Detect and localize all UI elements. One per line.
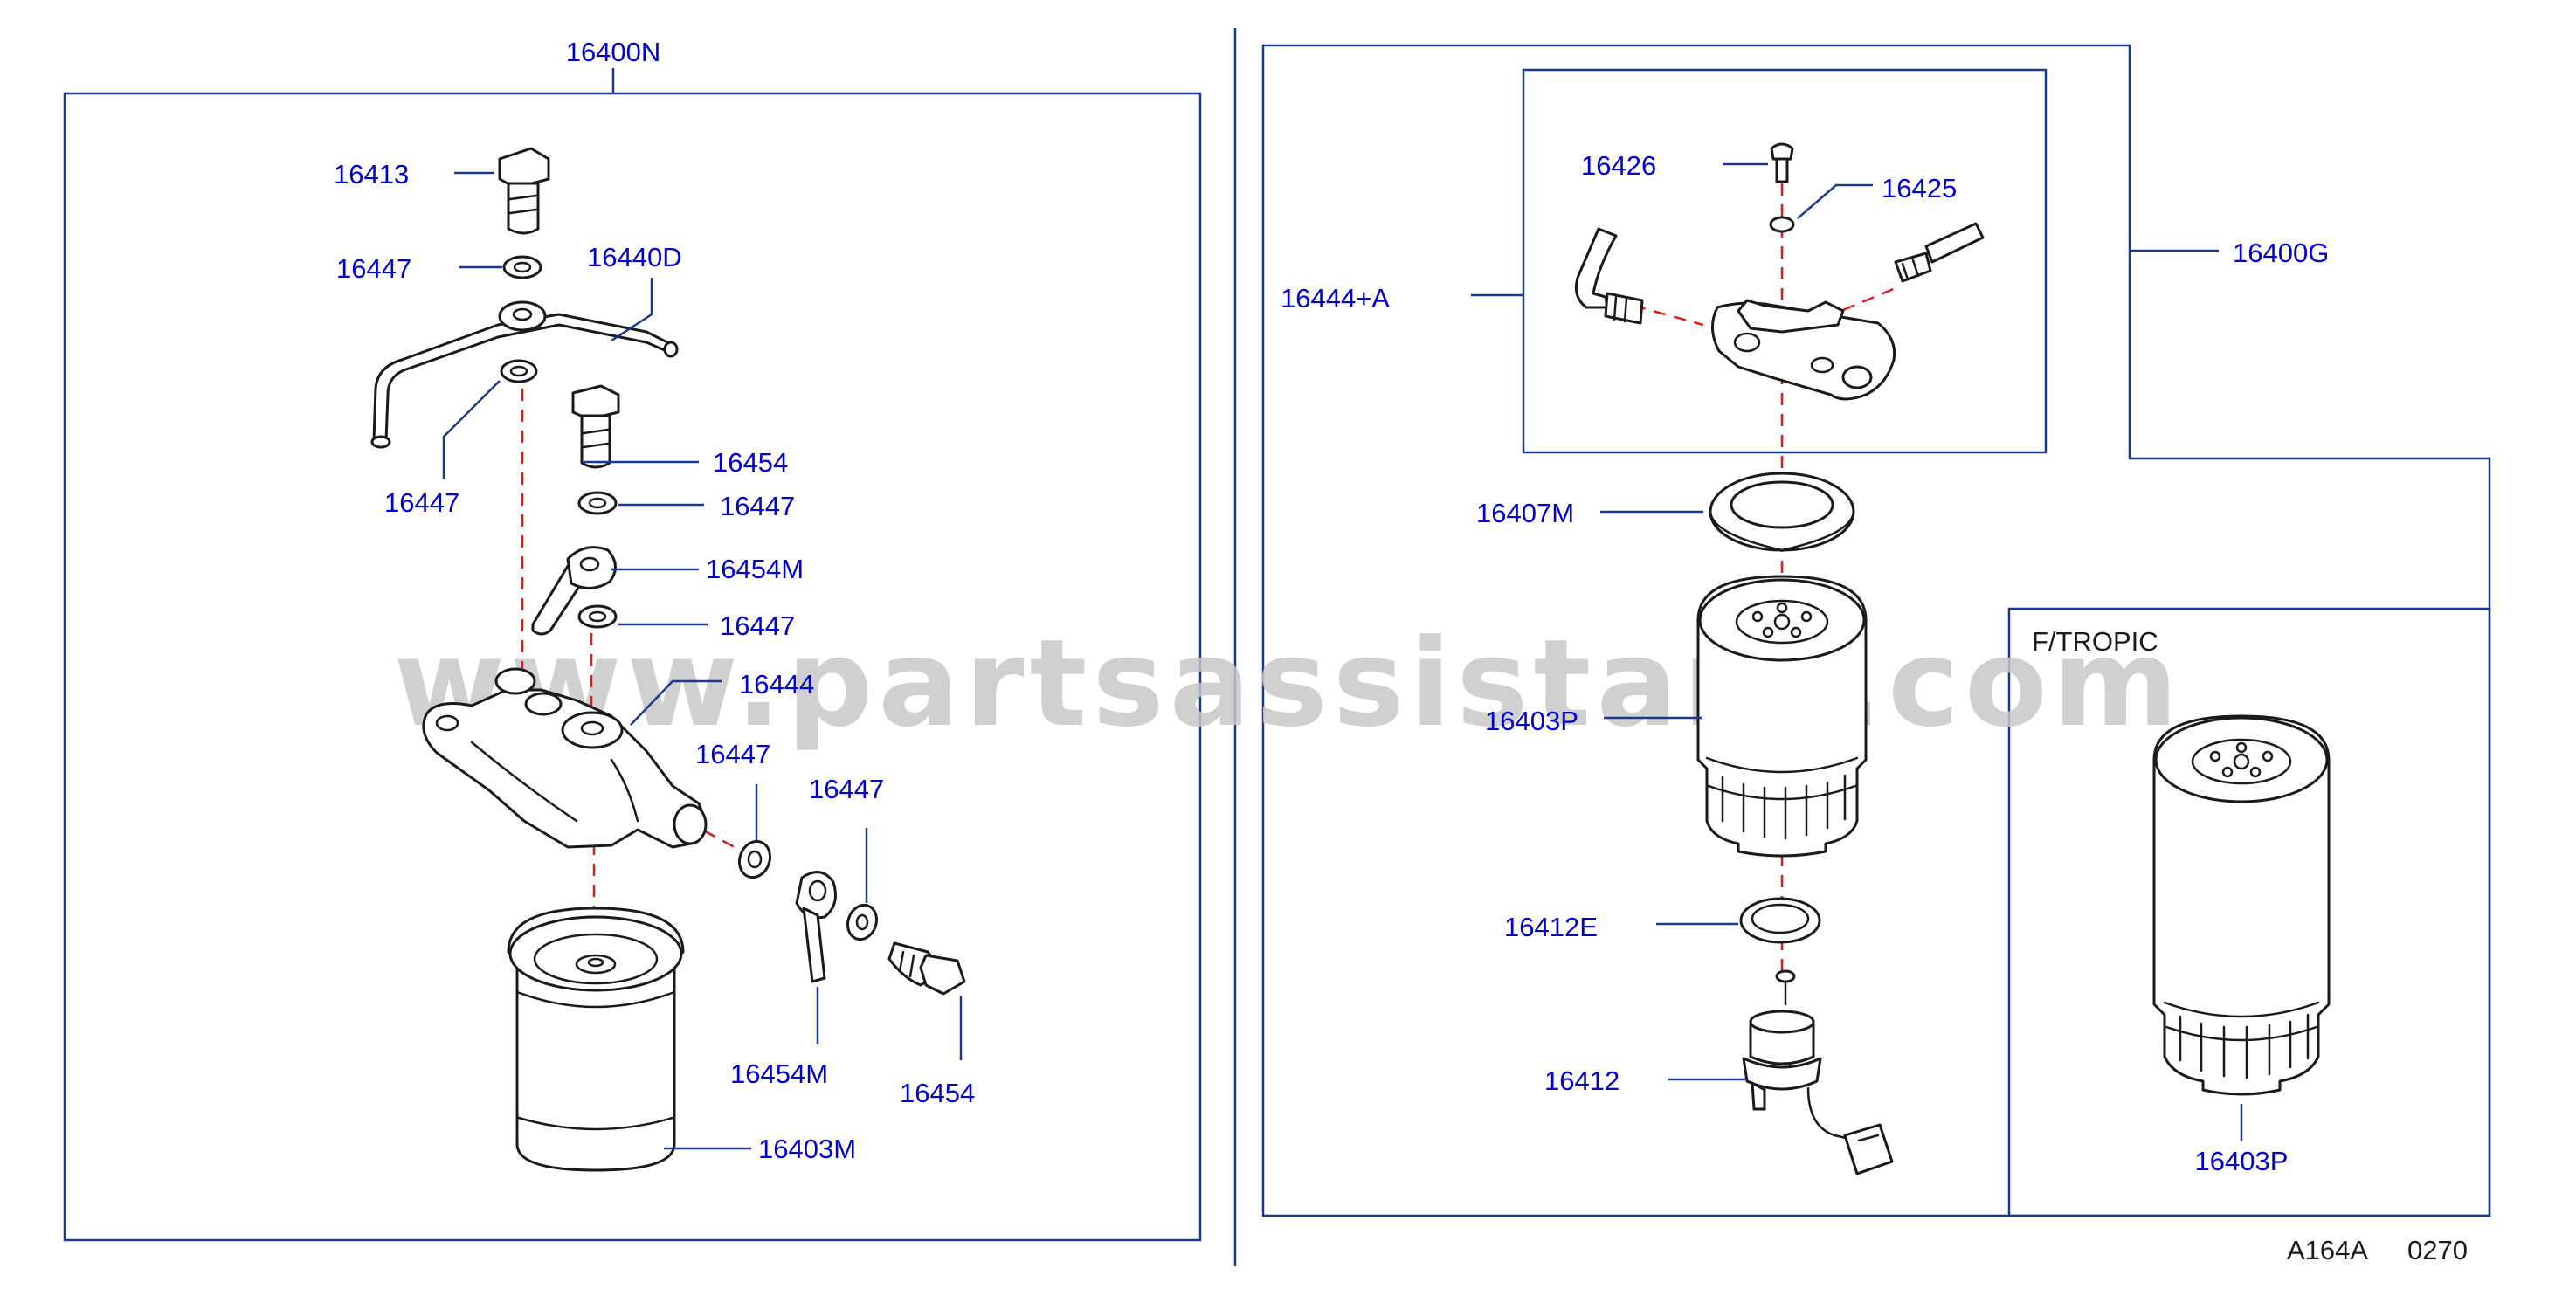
- filter-cartridge-tropic: [2152, 714, 2331, 1096]
- seal-ring: [1709, 472, 1855, 552]
- part-labels: 16400N 16413 16447 16440D 16447 16454 16…: [334, 37, 2329, 1176]
- frames: [63, 28, 2491, 1266]
- filter-cartridge-right: [1696, 575, 1868, 858]
- head-assembly-frame: [1522, 68, 2048, 454]
- washer-top: [502, 255, 542, 279]
- footer-code: A164A: [2287, 1235, 2368, 1265]
- label-16454-low[interactable]: 16454: [900, 1078, 975, 1108]
- label-16447-top[interactable]: 16447: [336, 253, 411, 284]
- label-16403p-tropic[interactable]: 16403P: [2195, 1146, 2289, 1176]
- label-16447-mid1[interactable]: 16447: [720, 491, 795, 521]
- label-16400g[interactable]: 16400G: [2233, 238, 2329, 268]
- filter-head: [422, 667, 708, 849]
- label-16447-side2[interactable]: 16447: [809, 774, 884, 804]
- water-sensor: [1742, 969, 1894, 1175]
- label-16444a[interactable]: 16444+A: [1281, 283, 1390, 314]
- footer-number: 0270: [2407, 1235, 2468, 1265]
- eye-fitting-low: [795, 871, 837, 983]
- head-assembly: [1574, 222, 1985, 401]
- washer-mid1: [577, 491, 618, 515]
- washer-left: [500, 359, 538, 383]
- label-16403m[interactable]: 16403M: [758, 1134, 856, 1164]
- left-parts: [370, 147, 966, 1172]
- washer-side1: [737, 839, 772, 879]
- plain-text: F/TROPIC A164A 0270: [2032, 626, 2468, 1265]
- label-16412[interactable]: 16412: [1544, 1065, 1619, 1096]
- label-16440d[interactable]: 16440D: [587, 242, 682, 272]
- label-16403p[interactable]: 16403P: [1485, 706, 1578, 736]
- label-16426[interactable]: 16426: [1581, 150, 1656, 181]
- label-16447-left[interactable]: 16447: [384, 487, 459, 518]
- label-16454-mid[interactable]: 16454: [713, 447, 788, 478]
- label-16400n[interactable]: 16400N: [566, 37, 661, 67]
- label-16425[interactable]: 16425: [1882, 173, 1957, 203]
- label-16447-mid2[interactable]: 16447: [720, 610, 795, 641]
- label-16447-side1[interactable]: 16447: [695, 739, 770, 769]
- label-16454m-low[interactable]: 16454M: [730, 1058, 828, 1089]
- o-ring: [1739, 897, 1821, 944]
- label-16407m[interactable]: 16407M: [1476, 498, 1574, 528]
- label-16413[interactable]: 16413: [334, 159, 409, 190]
- banjo-bolt-top: [498, 147, 550, 235]
- banjo-bolt-low: [887, 941, 966, 996]
- banjo-bolt-mid: [571, 384, 620, 469]
- assembly-line-hose-left: [1633, 304, 1704, 327]
- washer-side2: [846, 903, 879, 941]
- filter-cartridge-left: [507, 907, 685, 1172]
- label-16412e[interactable]: 16412E: [1504, 912, 1598, 942]
- right-assembly-frame: [1261, 44, 2491, 1217]
- leader-lines: [442, 162, 2243, 1150]
- variant-title: F/TROPIC: [2032, 626, 2158, 657]
- watermark: www.partsassistant.com: [393, 613, 2183, 754]
- fuel-pipe: [370, 300, 679, 449]
- washer-right: [1769, 216, 1795, 233]
- assembly-line-hose-right: [1842, 286, 1896, 312]
- screw: [1770, 142, 1794, 183]
- tropic-variant-frame: [2007, 607, 2491, 1217]
- right-parts: [1574, 142, 2331, 1175]
- label-16454m[interactable]: 16454M: [706, 554, 804, 584]
- eye-fitting: [531, 546, 617, 636]
- washer-mid2: [577, 604, 618, 629]
- left-assembly-frame: [63, 92, 1202, 1242]
- label-16444[interactable]: 16444: [739, 669, 814, 700]
